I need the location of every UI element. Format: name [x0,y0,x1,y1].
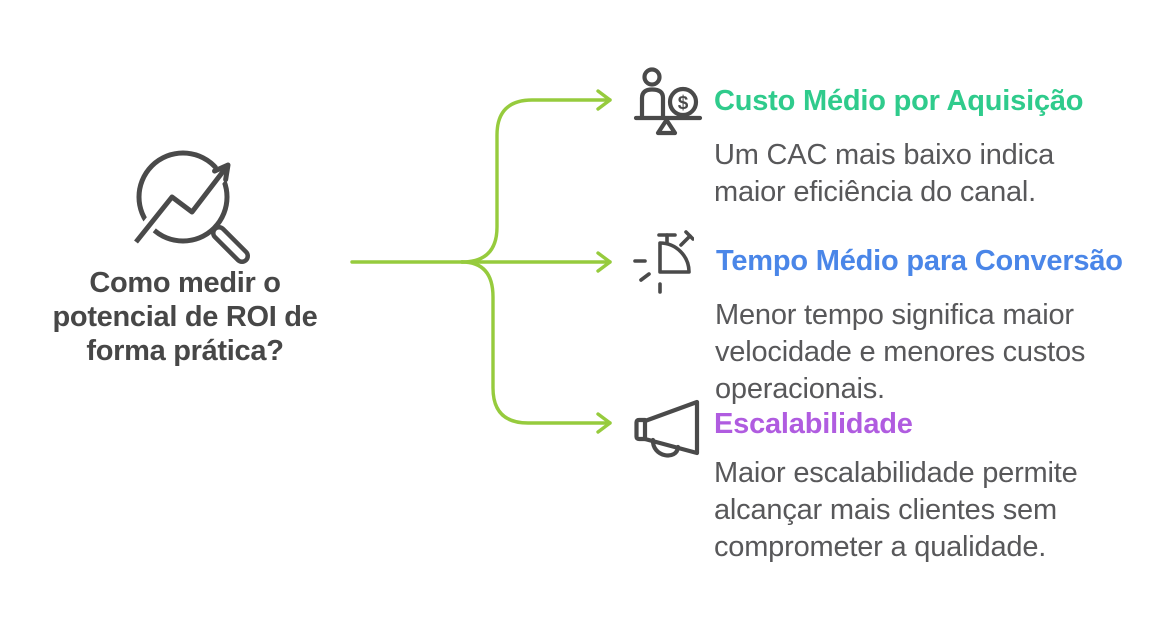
desc-line: maior eficiência do canal. [714,176,1037,208]
desc-line: alcançar mais clientes sem [714,494,1057,526]
desc-line: velocidade e menores custos [715,336,1086,368]
desc-line: comprometer a qualidade. [714,531,1047,563]
connector-bottom-branch [460,260,612,434]
branch-desc-cac: Um CAC mais baixo indica maior eficiênci… [714,137,1054,211]
question-line: potencial de ROI de [52,301,318,333]
question-line: forma prática? [86,335,284,367]
branch-desc-escalabilidade: Maior escalabilidade permite alcançar ma… [714,455,1078,566]
desc-line: Menor tempo significa maior [715,299,1074,331]
balance-person-coin-icon: $ [633,67,703,136]
magnifier-trend-icon [129,150,250,264]
branch-title-tempo: Tempo Médio para Conversão [716,245,1123,277]
branch-desc-tempo: Menor tempo significa maior velocidade e… [715,297,1085,408]
desc-line: Maior escalabilidade permite [714,457,1078,489]
desc-line: Um CAC mais baixo indica [714,139,1055,171]
connector-top-branch [460,89,612,264]
branch-title-cac: Custo Médio por Aquisição [714,85,1084,117]
central-question: Como medir o potencial de ROI de forma p… [35,266,335,368]
svg-text:$: $ [678,93,689,114]
stopwatch-icon [633,230,694,294]
question-line: Como medir o [89,267,281,299]
branch-title-escalabilidade: Escalabilidade [714,408,913,440]
branch-connector-lines [350,89,612,434]
megaphone-icon [634,399,700,458]
desc-line: operacionais. [715,373,885,405]
